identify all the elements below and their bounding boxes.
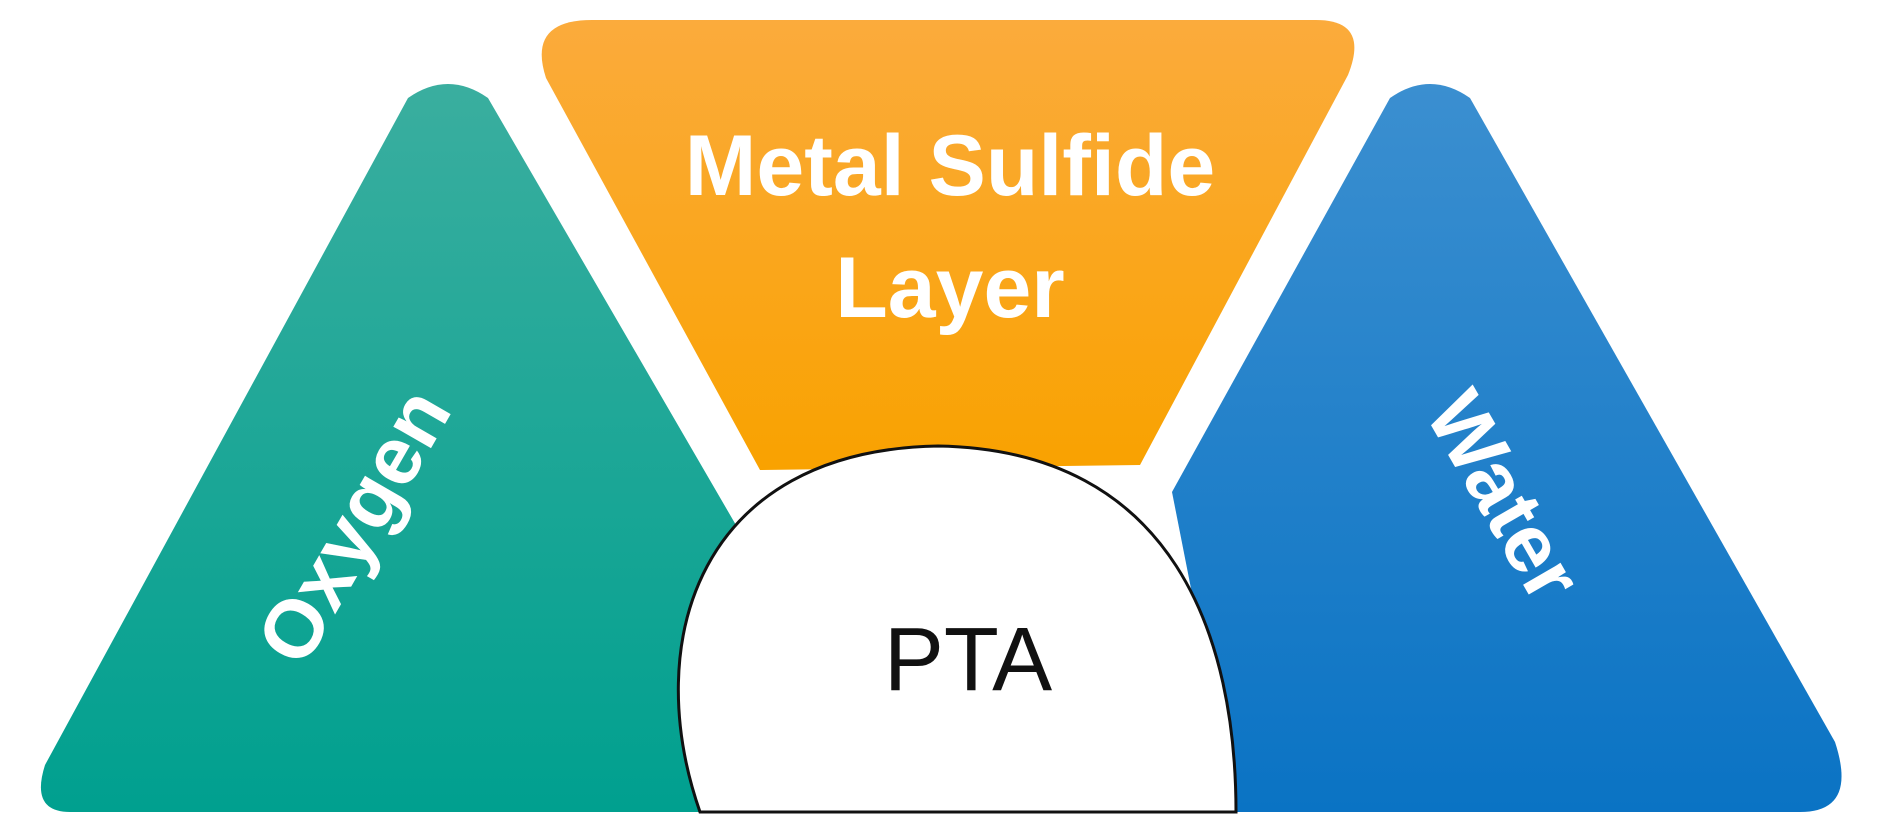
water-segment — [1172, 84, 1842, 812]
metal-sulfide-label-line2: Layer — [835, 240, 1065, 336]
oxygen-segment — [40, 84, 741, 812]
pta-dome — [676, 444, 1238, 814]
pta-label: PTA — [884, 610, 1052, 710]
metal-sulfide-label-line1: Metal Sulfide — [685, 118, 1215, 214]
metal-sulfide-segment — [541, 20, 1355, 470]
